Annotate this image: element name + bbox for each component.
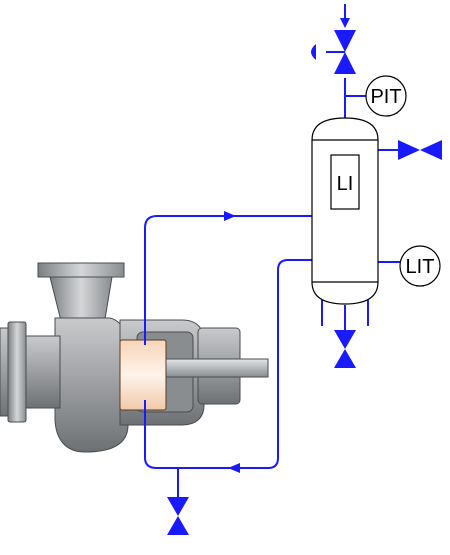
gate-valve-icon — [167, 497, 189, 535]
control-valve-actuator — [311, 44, 316, 60]
piping — [144, 4, 400, 497]
flow-arrow-icon — [224, 211, 236, 221]
pump-volute-casing — [54, 317, 129, 453]
discharge-line — [144, 215, 312, 345]
level-transmitter-label: LIT — [406, 256, 435, 278]
pressure-transmitter-bubble — [365, 75, 407, 117]
gate-valve-icon — [334, 330, 356, 368]
pump-coupling — [119, 339, 167, 411]
pump-shaft — [159, 358, 269, 378]
discharge-flange — [37, 262, 125, 278]
gate-valve-icon — [398, 140, 442, 160]
separator-vessel-icon: LI — [311, 117, 379, 305]
suction-nozzle — [25, 335, 61, 409]
suction-flange — [0, 327, 9, 417]
return-line — [144, 259, 312, 469]
vessel-shell — [311, 117, 379, 305]
level-transmitter: LIT — [399, 245, 441, 287]
level-indicator-label: LI — [337, 173, 354, 195]
pressure-transmitter-label: PIT — [370, 86, 401, 108]
centrifugal-pump-icon — [0, 262, 269, 453]
flow-arrow-icon — [228, 463, 240, 473]
suction-flange-ring — [7, 321, 27, 423]
flow-arrows — [224, 18, 350, 473]
pressure-transmitter: PIT — [365, 75, 407, 117]
vessel-drain-valve — [334, 330, 356, 368]
flow-arrow-icon — [340, 18, 350, 28]
level-indicator-box — [330, 154, 360, 210]
control-valve-icon — [311, 30, 356, 74]
level-transmitter-bubble — [399, 245, 441, 287]
vent-valve — [398, 140, 442, 160]
pump-drain-valve — [167, 497, 189, 535]
